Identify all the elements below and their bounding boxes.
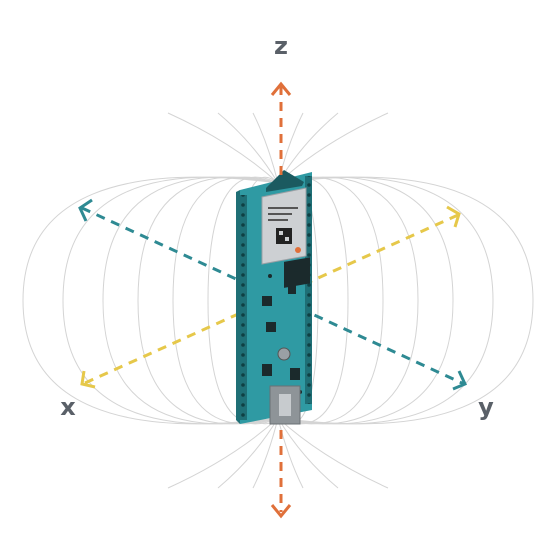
y-axis-line xyxy=(84,213,459,385)
field-line xyxy=(277,112,389,184)
component xyxy=(294,268,298,272)
x-axis-arrowhead-lower xyxy=(452,370,468,391)
field-line xyxy=(62,176,279,425)
field-line xyxy=(277,176,419,425)
field-line xyxy=(252,112,279,184)
field-line xyxy=(217,417,279,489)
field-line xyxy=(277,176,454,425)
chip xyxy=(284,257,310,288)
reset-button xyxy=(277,347,291,361)
field-line xyxy=(277,176,534,425)
chip xyxy=(266,322,276,332)
field-line xyxy=(277,417,339,489)
z-axis-arrowhead-top xyxy=(270,81,292,96)
field-line xyxy=(277,176,494,425)
module-logo-icon xyxy=(295,247,301,253)
field-line xyxy=(277,417,304,489)
right-header-pins xyxy=(305,176,312,404)
field-lines xyxy=(22,112,534,489)
chip xyxy=(288,284,296,294)
field-line xyxy=(167,112,279,184)
field-line xyxy=(137,176,279,425)
y-axis xyxy=(80,205,461,389)
x-axis-arrowhead-upper xyxy=(78,198,93,222)
module-print xyxy=(268,207,301,253)
component xyxy=(268,274,272,278)
field-line xyxy=(22,176,279,425)
field-line xyxy=(102,176,279,425)
field-line xyxy=(167,417,279,489)
z-axis xyxy=(270,81,292,519)
arduino-board xyxy=(236,170,312,425)
antenna xyxy=(266,170,304,192)
board-edge xyxy=(236,190,240,424)
usb-port xyxy=(279,394,291,416)
field-line xyxy=(277,417,389,489)
chip xyxy=(262,364,272,376)
y-axis-arrowhead-lower xyxy=(80,370,96,389)
z-axis-arrowhead-bottom xyxy=(270,504,292,519)
z-axis-label: z xyxy=(274,32,288,60)
chip xyxy=(290,368,300,380)
y-axis-arrowhead-upper xyxy=(446,205,461,228)
chip xyxy=(262,296,272,306)
field-line xyxy=(217,112,279,184)
field-line xyxy=(252,417,279,489)
field-line xyxy=(277,176,384,425)
field-line xyxy=(277,176,349,425)
field-line xyxy=(172,176,279,425)
x-axis-label: x xyxy=(60,393,76,421)
left-header-pins xyxy=(240,195,247,420)
qr-code xyxy=(276,228,292,244)
y-axis-label: y xyxy=(478,393,494,421)
